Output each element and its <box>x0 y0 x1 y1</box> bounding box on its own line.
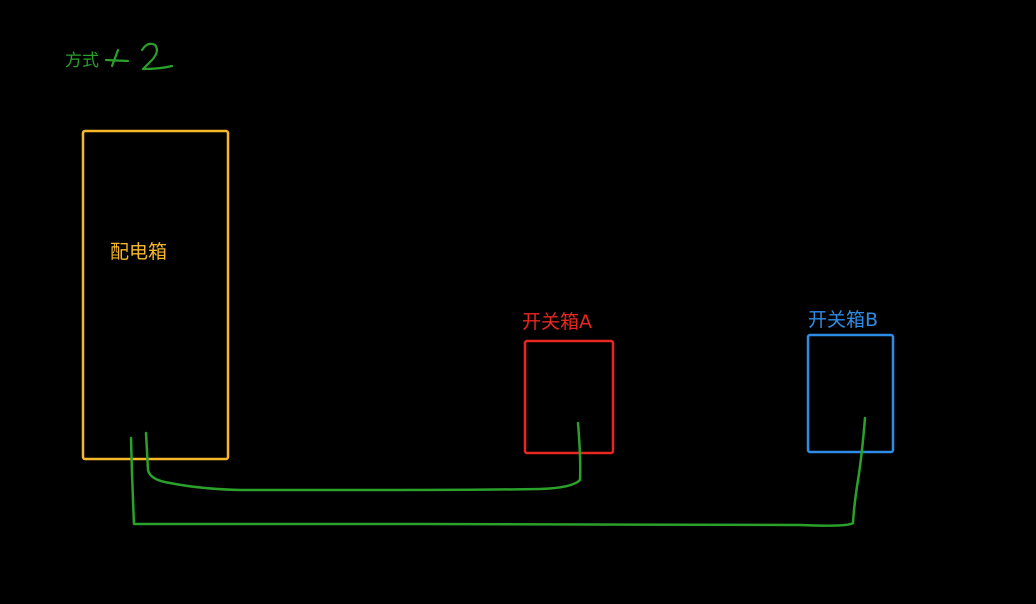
handwritten-method-number <box>104 42 174 71</box>
wire-to-switch-box-b <box>129 416 867 527</box>
distribution-box-label: 配电箱 <box>110 241 167 263</box>
distribution-box <box>81 129 230 461</box>
diagram-title: 方式 <box>65 51 99 71</box>
switch-box-b <box>806 333 895 454</box>
switch-box-b-label: 开关箱B <box>808 309 878 331</box>
wire-to-switch-box-a <box>144 421 582 492</box>
switch-box-a-label: 开关箱A <box>522 311 592 333</box>
switch-box-a <box>523 339 615 455</box>
